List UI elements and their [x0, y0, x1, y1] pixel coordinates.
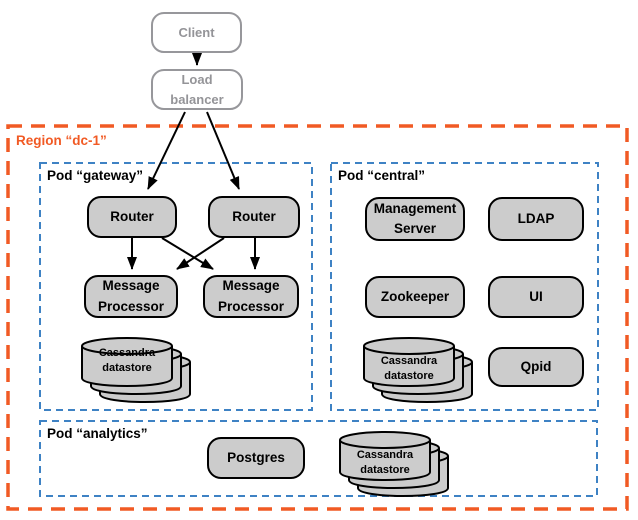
arrow-router1-to-mp2 — [161, 237, 214, 270]
cassandra-datastore-icon-analytics — [339, 431, 449, 497]
region-dc1-boundary — [6, 124, 629, 511]
cassandra-datastore-icon-central — [363, 337, 473, 403]
connector-arrows — [127, 53, 260, 270]
pod-gateway-label: Pod “gateway” — [47, 168, 144, 183]
arrow-loadbalancer-to-router1 — [147, 111, 186, 190]
qpid-node: Qpid — [488, 347, 584, 387]
cassandra-datastore-icon-gateway — [81, 337, 191, 403]
router-1-node: Router — [87, 196, 177, 238]
pod-central-boundary — [330, 162, 599, 411]
ui-node: UI — [488, 276, 584, 318]
message-processor-1-node: Message Processor — [84, 275, 178, 318]
management-server-node: Management Server — [365, 197, 465, 241]
pod-central-label: Pod “central” — [338, 168, 426, 183]
arrow-router2-to-mp1 — [176, 237, 225, 270]
router-2-node: Router — [208, 196, 300, 238]
arrow-loadbalancer-to-router2 — [206, 111, 240, 190]
zookeeper-node: Zookeeper — [365, 276, 465, 318]
load-balancer-node: Load balancer — [151, 69, 243, 110]
cassandra-datastore-central-label: Cassandra datastore — [380, 355, 438, 382]
cassandra-datastore-gateway-label: Cassandra datastore — [98, 347, 156, 374]
pod-analytics-label: Pod “analytics” — [47, 426, 148, 441]
ldap-node: LDAP — [488, 197, 584, 241]
message-processor-2-node: Message Processor — [203, 275, 299, 318]
client-node: Client — [151, 12, 242, 53]
postgres-node: Postgres — [207, 437, 305, 479]
pod-analytics-boundary — [39, 420, 598, 497]
cassandra-datastore-analytics-label: Cassandra datastore — [356, 449, 414, 476]
pod-gateway-boundary — [39, 162, 313, 411]
region-dc1-label: Region “dc-1” — [16, 133, 107, 148]
